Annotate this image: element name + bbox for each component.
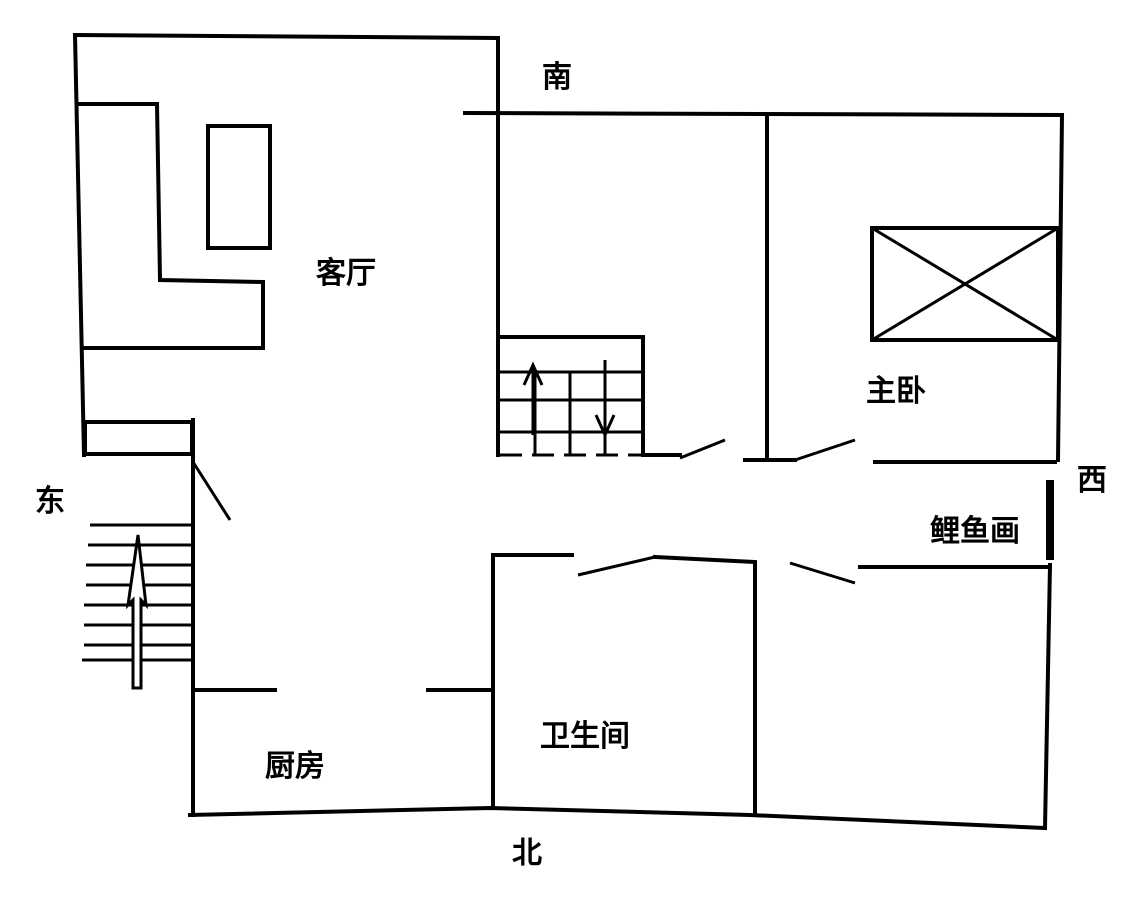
middle-staircase	[498, 335, 645, 457]
door	[191, 461, 232, 521]
bed	[870, 226, 1060, 342]
room-living-room: 客厅	[316, 256, 376, 291]
room-bathroom: 卫生间	[540, 719, 630, 754]
carp-painting-label: 鲤鱼画	[930, 514, 1020, 549]
arrow-up-icon	[522, 361, 544, 435]
arrow-up-icon	[125, 534, 148, 690]
compass-south: 南	[542, 60, 572, 95]
compass-west: 西	[1077, 463, 1107, 498]
room-kitchen: 厨房	[265, 749, 325, 784]
door	[789, 561, 856, 585]
cabinet	[83, 420, 194, 456]
arrow-down-icon	[594, 365, 616, 439]
door	[679, 438, 726, 460]
door	[577, 555, 656, 577]
door	[794, 438, 856, 462]
sofa	[76, 102, 265, 350]
left-staircase	[82, 523, 195, 690]
coffee-table	[206, 124, 272, 250]
compass-north: 北	[512, 836, 542, 871]
compass-east: 东	[35, 484, 65, 519]
room-master-bedroom: 主卧	[866, 374, 926, 409]
